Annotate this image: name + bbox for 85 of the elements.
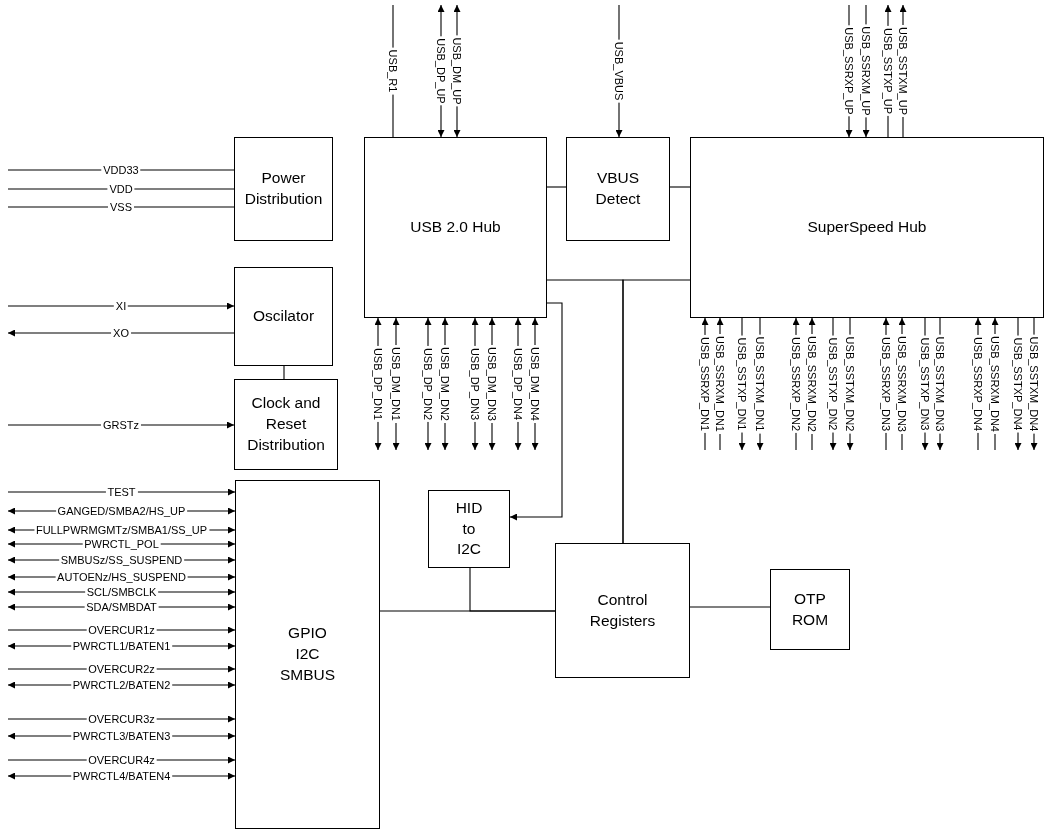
signal-label: USB_SSRXM_UP bbox=[860, 24, 872, 118]
signal-label: USB_DM_DN2 bbox=[439, 345, 451, 423]
block-label: HID to I2C bbox=[455, 497, 483, 560]
block-label: SuperSpeed Hub bbox=[807, 217, 927, 238]
signal-label: USB_SSRXM_DN1 bbox=[714, 334, 726, 434]
signal-label: USB_SSRXM_DN4 bbox=[989, 334, 1001, 434]
signal-label: USB_SSTXM_UP bbox=[897, 25, 909, 117]
signal-label: USB_SSTXM_DN2 bbox=[844, 334, 856, 434]
signal-label: USB_SSRXP_DN2 bbox=[790, 334, 802, 434]
signal-label: VSS bbox=[108, 201, 134, 213]
signal-label: OVERCUR1z bbox=[86, 624, 157, 636]
signal-label: USB_SSRXP_UP bbox=[843, 25, 855, 117]
block-label: OTP ROM bbox=[791, 588, 829, 630]
block-box bbox=[770, 569, 850, 650]
signal-label: USB_SSRXM_DN3 bbox=[896, 334, 908, 434]
signal-label: USB_SSTXP_UP bbox=[882, 25, 894, 117]
connector bbox=[669, 186, 691, 188]
signal-label: VDD33 bbox=[101, 164, 141, 176]
signal-label: TEST bbox=[105, 486, 138, 498]
signal-label: USB_SSTXM_DN4 bbox=[1028, 334, 1040, 434]
signal-label: USB_VBUS bbox=[613, 39, 625, 103]
signal-line bbox=[7, 206, 235, 208]
signal-line bbox=[7, 302, 235, 310]
signal-label: USB_SSRXM_DN2 bbox=[806, 334, 818, 434]
block-box bbox=[234, 267, 333, 366]
block-label: Clock and Reset Distribution bbox=[247, 393, 325, 455]
signal-label: USB_DP_DN1 bbox=[372, 345, 384, 423]
signal-label: OVERCUR2z bbox=[86, 663, 157, 675]
connector bbox=[622, 279, 691, 544]
signal-label: USB_SSRXP_DN1 bbox=[699, 334, 711, 434]
signal-label: USB_R1 bbox=[387, 47, 399, 95]
block-label: VBUS Detect bbox=[595, 168, 641, 209]
block-box bbox=[364, 137, 547, 318]
signal-label: USB_DM_DN1 bbox=[390, 345, 402, 423]
signal-label: USB_SSRXP_DN4 bbox=[972, 334, 984, 434]
signal-label: USB_DM_DN4 bbox=[529, 345, 541, 423]
connector bbox=[689, 606, 771, 608]
signal-label: USB_SSTXP_DN2 bbox=[827, 335, 839, 433]
block-box bbox=[566, 137, 670, 241]
signal-line bbox=[7, 329, 235, 337]
signal-label: PWRCTL3/BATEN3 bbox=[70, 730, 173, 742]
signal-label: USB_SSTXM_DN1 bbox=[754, 334, 766, 434]
signal-label: PWRCTL4/BATEN4 bbox=[70, 770, 173, 782]
block-box bbox=[234, 379, 338, 470]
signal-label: PWRCTL2/BATEN2 bbox=[70, 679, 173, 691]
signal-label: FULLPWRMGMTz/SMBA1/SS_UP bbox=[33, 524, 210, 536]
block-box bbox=[234, 137, 333, 241]
signal-label: AUTOENz/HS_SUSPEND bbox=[55, 571, 188, 583]
signal-label: SMBUSz/SS_SUSPEND bbox=[58, 554, 185, 566]
block-box bbox=[428, 490, 510, 568]
signal-label: USB_DP_UP bbox=[435, 36, 447, 106]
signal-label: USB_SSTXM_DN3 bbox=[934, 334, 946, 434]
signal-line bbox=[7, 188, 235, 190]
signal-label: OVERCUR3z bbox=[86, 713, 157, 725]
signal-label: USB_DM_UP bbox=[451, 35, 463, 107]
signal-label: USB_DP_DN2 bbox=[422, 345, 434, 423]
block-label: GPIO I2C SMBUS bbox=[279, 623, 336, 685]
signal-label: OVERCUR4z bbox=[86, 754, 157, 766]
block-label: Power Distribution bbox=[244, 168, 323, 209]
connector bbox=[546, 186, 567, 188]
signal-label: USB_DP_DN3 bbox=[469, 345, 481, 423]
block-label: Control Registers bbox=[589, 589, 656, 631]
signal-label: USB_DP_DN4 bbox=[512, 345, 524, 423]
block-label: USB 2.0 Hub bbox=[410, 217, 501, 238]
signal-label: VDD bbox=[107, 183, 135, 195]
connector bbox=[283, 365, 285, 380]
signal-label: SCL/SMBCLK bbox=[84, 586, 159, 598]
connector bbox=[469, 567, 556, 612]
block-box bbox=[235, 480, 380, 829]
signal-label: GRSTz bbox=[100, 419, 142, 431]
signal-label: XO bbox=[111, 327, 131, 339]
signal-label: USB_SSTXP_DN3 bbox=[919, 335, 931, 433]
signal-label: USB_SSTXP_DN4 bbox=[1012, 335, 1024, 433]
signal-label: PWRCTL1/BATEN1 bbox=[70, 640, 173, 652]
signal-label: USB_DM_DN3 bbox=[486, 345, 498, 423]
block-box bbox=[555, 543, 690, 678]
signal-label: SDA/SMBDAT bbox=[84, 601, 159, 613]
signal-label: GANGED/SMBA2/HS_UP bbox=[55, 505, 188, 517]
signal-label: USB_SSTXP_DN1 bbox=[736, 335, 748, 433]
connector bbox=[509, 302, 563, 521]
signal-label: XI bbox=[113, 300, 129, 312]
block-label: Oscilator bbox=[252, 306, 315, 327]
block-box bbox=[690, 137, 1044, 318]
signal-label: USB_SSRXP_DN3 bbox=[880, 334, 892, 434]
signal-label: PWRCTL_POL bbox=[82, 538, 161, 550]
